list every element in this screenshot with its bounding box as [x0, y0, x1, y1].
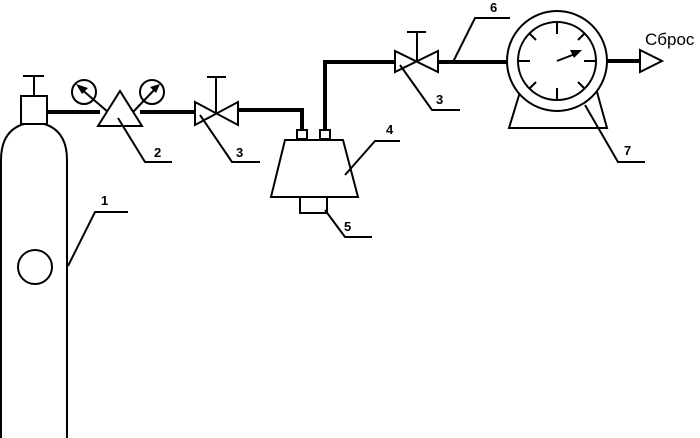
- gas-cylinder: [0, 75, 68, 438]
- label-regulator: 2: [154, 145, 161, 160]
- label-valve-2: 3: [436, 92, 443, 107]
- label-cylinder: 1: [101, 193, 108, 208]
- pipeline: [47, 59, 642, 132]
- leader-lines: [67, 17, 645, 267]
- label-vessel: 4: [386, 122, 394, 137]
- label-pipe: 6: [490, 0, 497, 15]
- vessel: [269, 129, 360, 214]
- pressure-regulator: [71, 79, 165, 127]
- outlet-arrow-icon: [639, 48, 665, 74]
- outlet-label: Сброс: [645, 30, 695, 49]
- valve-2: [394, 31, 439, 74]
- gas-meter: [506, 10, 609, 129]
- label-vessel-bottom: 5: [344, 219, 351, 234]
- label-valve-1: 3: [236, 145, 243, 160]
- label-gas-meter: 7: [624, 143, 631, 158]
- valve-1: [194, 76, 239, 127]
